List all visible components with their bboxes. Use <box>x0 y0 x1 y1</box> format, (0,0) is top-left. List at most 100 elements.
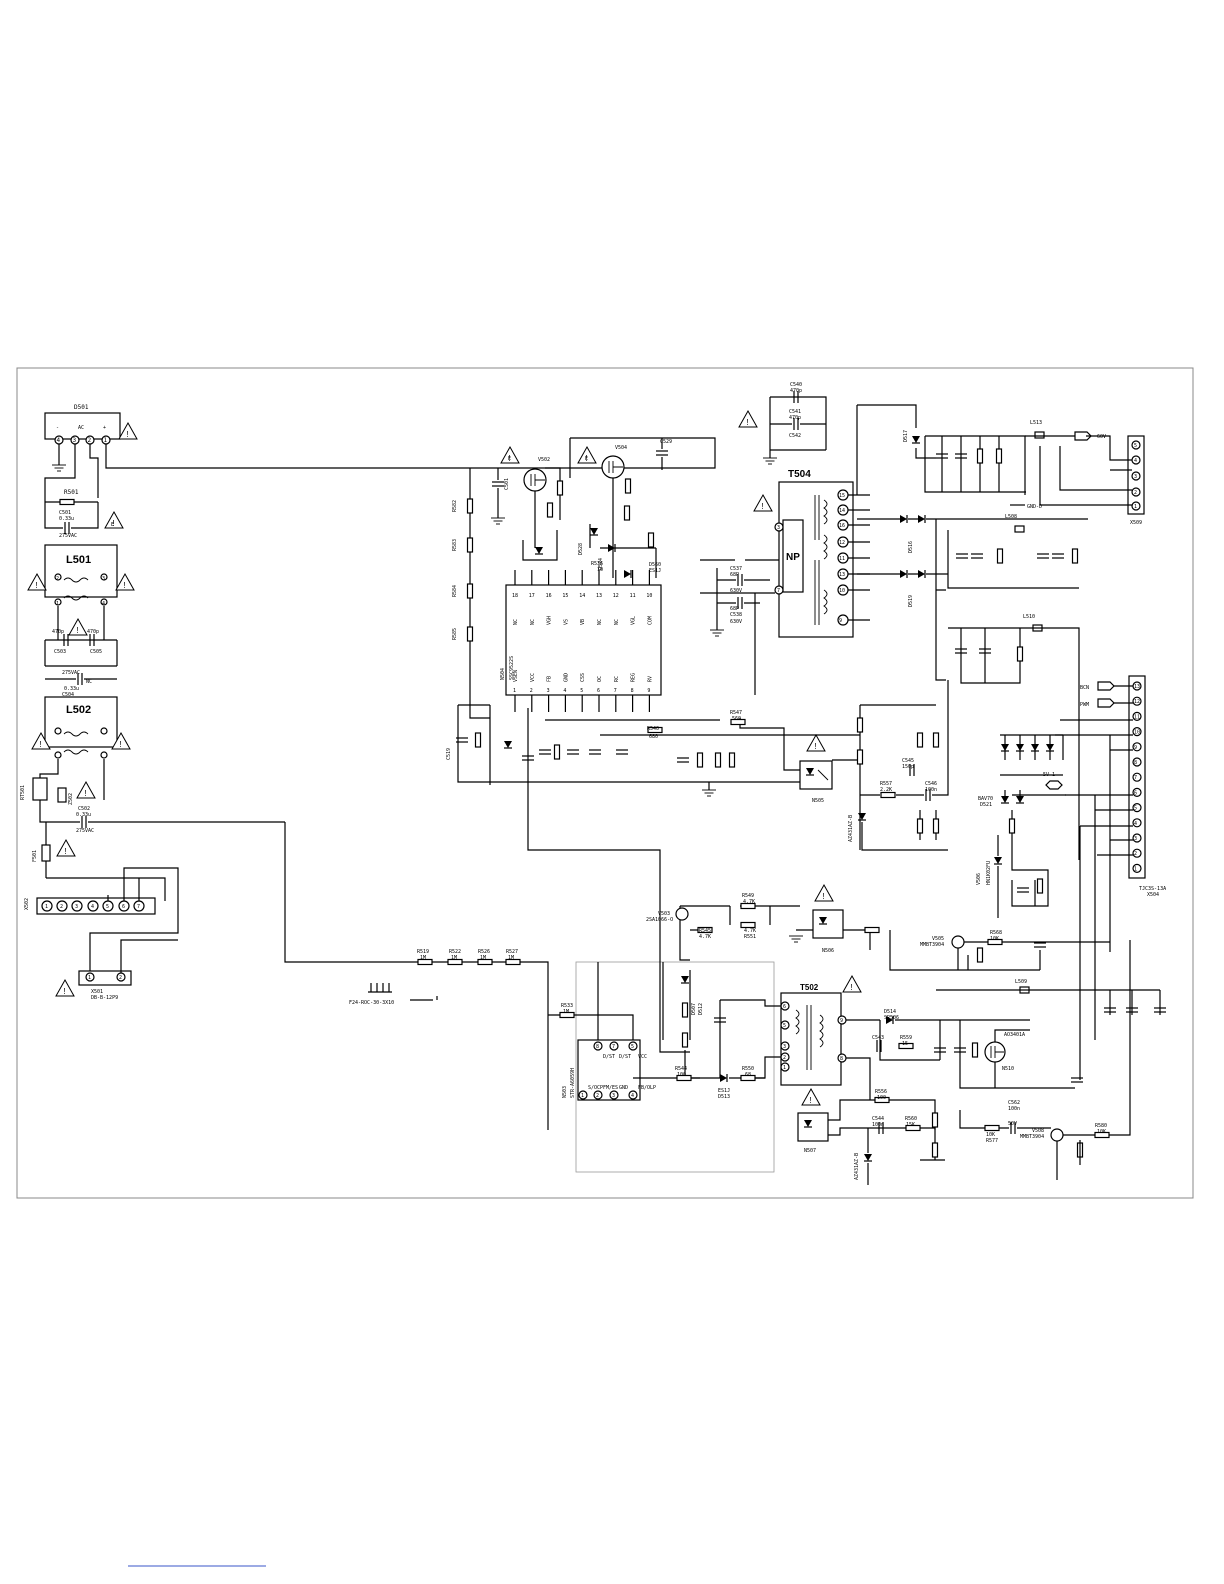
svg-text:7: 7 <box>777 588 780 594</box>
svg-text:2: 2 <box>88 437 92 444</box>
svg-text:C542: C542 <box>789 433 801 439</box>
svg-text:1M: 1M <box>508 955 514 961</box>
n504-pin-num: 10 <box>646 593 652 599</box>
svg-text:2: 2 <box>1134 851 1137 857</box>
svg-text:470p: 470p <box>87 629 99 635</box>
svg-text:V505: V505 <box>932 936 944 942</box>
n504-pin-name: RV <box>647 676 653 682</box>
svg-text:X501: X501 <box>91 989 103 995</box>
n503-pin-num: 5 <box>631 1044 634 1050</box>
n504-pin-name: VGH <box>547 616 553 625</box>
r501-label: R501 <box>64 489 79 496</box>
svg-text:R556: R556 <box>875 1089 887 1095</box>
svg-text:NC: NC <box>86 679 92 685</box>
svg-text:R550: R550 <box>742 1066 754 1072</box>
svg-text:1M: 1M <box>420 955 426 961</box>
n504-pin-name: FB <box>547 676 553 682</box>
svg-text:N506: N506 <box>822 948 834 954</box>
svg-text:68: 68 <box>745 1072 751 1078</box>
svg-text:275VAC: 275VAC <box>59 533 77 539</box>
svg-text:1: 1 <box>1134 504 1137 510</box>
svg-text:SSC9522S: SSC9522S <box>509 656 515 680</box>
n504-pin-name: VGL <box>631 616 637 625</box>
svg-text:N505: N505 <box>812 798 824 804</box>
svg-text:4: 4 <box>91 904 94 910</box>
n503-pin-name: D/ST <box>603 1054 615 1060</box>
svg-text:TJC3S-13A: TJC3S-13A <box>1139 886 1166 892</box>
svg-text:630V: 630V <box>730 619 742 625</box>
n504-pin-name: VSEN <box>513 670 519 682</box>
svg-text:X504: X504 <box>1147 892 1159 898</box>
svg-text:8: 8 <box>840 1056 843 1062</box>
svg-text:D507: D507 <box>691 1003 697 1015</box>
svg-text:1M: 1M <box>451 955 457 961</box>
svg-text:RT501: RT501 <box>20 785 26 800</box>
n505-optocoupler <box>799 760 833 790</box>
svg-text:AO3401A: AO3401A <box>1004 1032 1025 1038</box>
r501-resistor <box>59 498 75 506</box>
svg-text:1: 1 <box>45 904 48 910</box>
svg-text:5: 5 <box>1134 806 1137 812</box>
svg-text:C545: C545 <box>902 758 914 764</box>
heatsink: F24-ROC-30-3X10 <box>349 983 438 1006</box>
svg-text:T502: T502 <box>800 983 819 992</box>
svg-text:E: E <box>111 522 114 528</box>
svg-text:2: 2 <box>60 904 63 910</box>
svg-text:D528: D528 <box>578 543 584 555</box>
sheet-border <box>16 367 1194 1199</box>
svg-text:C541: C541 <box>789 409 801 415</box>
n503-ic: N503 STR-A6059H <box>562 1039 641 1101</box>
n503-pin-name: D/ST <box>619 1054 631 1060</box>
svg-text:D524: D524 <box>598 558 604 570</box>
n504-pin-num: 4 <box>563 688 566 694</box>
svg-text:4.7K: 4.7K <box>699 934 711 940</box>
svg-text:3: 3 <box>783 1044 786 1050</box>
n504-pin-num: 11 <box>630 593 636 599</box>
svg-text:C502: C502 <box>78 806 90 812</box>
svg-text:R544: R544 <box>675 1066 687 1072</box>
svg-text:STR-A6059H: STR-A6059H <box>570 1068 576 1098</box>
svg-text:6: 6 <box>1134 790 1137 796</box>
svg-text:ES1J: ES1J <box>649 568 661 574</box>
svg-text:1M: 1M <box>480 955 486 961</box>
svg-text:R551: R551 <box>744 934 756 940</box>
svg-text:3: 3 <box>75 904 78 910</box>
svg-text:N504: N504 <box>500 668 506 680</box>
svg-text:GND-D: GND-D <box>1027 504 1042 510</box>
svg-text:DB-B-12P9: DB-B-12P9 <box>91 995 118 1001</box>
svg-text:R583: R583 <box>452 539 458 551</box>
n503-pin-name: FB/OLP <box>638 1085 656 1091</box>
svg-text:R577: R577 <box>986 1138 998 1144</box>
n504-pin-name: VB <box>580 619 586 625</box>
svg-text:470p: 470p <box>52 629 64 635</box>
svg-text:4.7K: 4.7K <box>744 928 756 934</box>
svg-text:NP: NP <box>786 552 800 563</box>
n503-pin-num: 1 <box>581 1093 584 1099</box>
svg-text:3: 3 <box>1134 474 1137 480</box>
f501-fuse <box>41 844 51 862</box>
v503-transistor <box>675 907 689 921</box>
svg-text:1: 1 <box>56 601 59 607</box>
svg-text:10: 10 <box>839 588 845 594</box>
svg-text:R549: R549 <box>742 893 754 899</box>
n504-pin-name: NC <box>513 619 519 625</box>
svg-text:100: 100 <box>677 1072 686 1078</box>
n503-pin-num: 8 <box>596 1044 599 1050</box>
v508-transistor <box>1050 1128 1064 1142</box>
n504-pin-name: VCC <box>530 673 536 682</box>
warning-icon <box>118 422 138 440</box>
n504-pin-name: GND <box>563 673 569 682</box>
svg-text:D521: D521 <box>980 802 992 808</box>
svg-text:C501: C501 <box>504 478 510 490</box>
svg-text:6: 6 <box>783 1004 786 1010</box>
n507-optocoupler <box>797 1112 829 1142</box>
n503-pin-num: 4 <box>631 1093 634 1099</box>
